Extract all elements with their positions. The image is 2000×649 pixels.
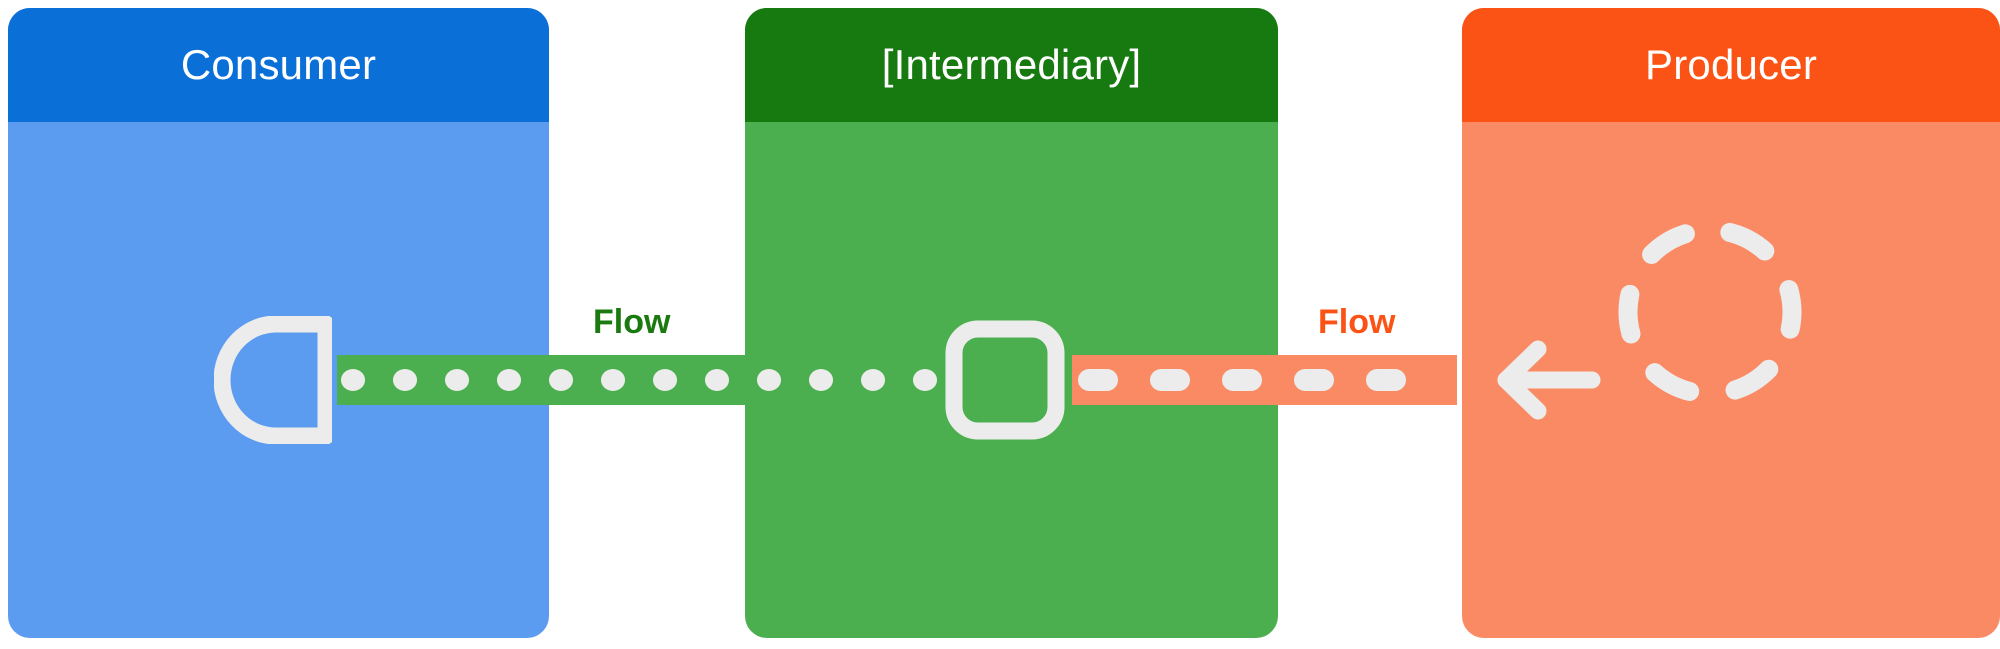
panel-intermediary-header: [Intermediary] bbox=[745, 8, 1278, 122]
connector-dot bbox=[809, 369, 833, 391]
connector-dot bbox=[445, 369, 469, 391]
flow-label-right: Flow bbox=[1318, 303, 1396, 341]
connector-dot bbox=[757, 369, 781, 391]
connector-dot bbox=[341, 369, 365, 391]
socket-outline-icon bbox=[213, 315, 335, 445]
flow-label-left: Flow bbox=[593, 303, 671, 341]
connector-dot bbox=[913, 369, 937, 391]
connector-flow-right-dashes bbox=[1072, 369, 1457, 391]
connector-dot bbox=[705, 369, 729, 391]
connector-flow-left bbox=[337, 355, 937, 405]
panel-consumer-header: Consumer bbox=[8, 8, 549, 122]
panel-producer-header: Producer bbox=[1462, 8, 2000, 122]
panel-producer[interactable]: Producer bbox=[1462, 8, 2000, 638]
panel-consumer-title: Consumer bbox=[180, 41, 377, 88]
connector-dot bbox=[861, 369, 885, 391]
connector-dash bbox=[1222, 369, 1262, 391]
panel-intermediary-title: [Intermediary] bbox=[881, 41, 1142, 88]
connector-dot bbox=[393, 369, 417, 391]
connector-dot bbox=[601, 369, 625, 391]
connector-dot bbox=[653, 369, 677, 391]
panel-consumer[interactable]: Consumer bbox=[8, 8, 549, 638]
connector-dash bbox=[1078, 369, 1118, 391]
panel-producer-title: Producer bbox=[1644, 41, 1818, 88]
connector-dot bbox=[549, 369, 573, 391]
left-arrow-icon bbox=[1492, 340, 1602, 420]
connector-flow-left-dots bbox=[337, 369, 937, 391]
connector-dot bbox=[497, 369, 521, 391]
panel-intermediary[interactable]: [Intermediary] bbox=[745, 8, 1278, 638]
dashed-circle-icon bbox=[1610, 212, 1810, 412]
connector-dash bbox=[1150, 369, 1190, 391]
connector-flow-right bbox=[1072, 355, 1457, 405]
connector-dash bbox=[1366, 369, 1406, 391]
connector-dash bbox=[1294, 369, 1334, 391]
rounded-square-node-icon bbox=[944, 316, 1066, 444]
